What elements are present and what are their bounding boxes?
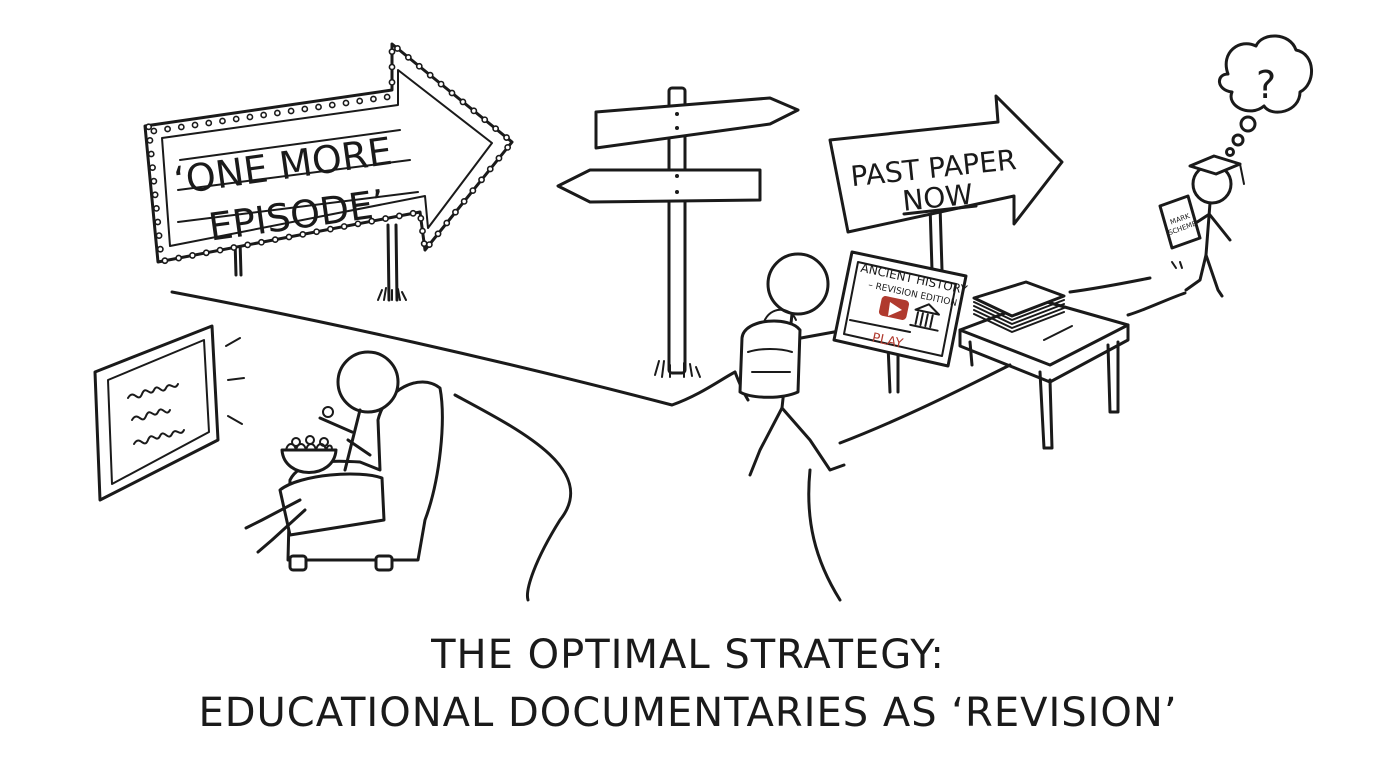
- marquee-bulb: [382, 215, 389, 222]
- marquee-bulb: [404, 53, 412, 61]
- marquee-bulb: [478, 176, 485, 184]
- marquee-bulb: [244, 241, 252, 249]
- marquee-bulb: [150, 177, 158, 185]
- marquee-bulb: [328, 101, 336, 109]
- student-with-tablet: [738, 252, 847, 477]
- marquee-bulb: [216, 246, 224, 254]
- marquee-bulb: [383, 93, 391, 101]
- marquee-bulb: [175, 254, 183, 262]
- marquee-bulb: [409, 209, 417, 217]
- marquee-bulb: [504, 143, 512, 151]
- marquee-bulb: [481, 116, 489, 124]
- marquee-bulb: [417, 214, 425, 222]
- marquee-bulb: [189, 252, 196, 259]
- marquee-bulb: [147, 150, 155, 158]
- marquee-bulb: [154, 218, 162, 226]
- tablet-play-label[interactable]: PLAY: [871, 331, 905, 352]
- caption-line-1: THE OPTIMAL STRATEGY:: [431, 632, 945, 678]
- marquee-bulb: [299, 230, 307, 238]
- marquee-bulb: [271, 236, 279, 244]
- marquee-bulb: [260, 111, 268, 119]
- marquee-bulb: [161, 257, 169, 265]
- marquee-bulb: [356, 97, 364, 105]
- marquee-bulb: [486, 165, 494, 173]
- marquee-bulb: [459, 98, 467, 106]
- marquee-bulb: [232, 115, 240, 123]
- marquee-bulb: [340, 223, 348, 230]
- marquee-bulb: [370, 95, 377, 103]
- tablet-progress-bar[interactable]: [849, 319, 911, 333]
- marquee-bulb: [495, 154, 503, 162]
- marquee-bulb: [301, 105, 309, 113]
- marquee-bulb: [470, 107, 478, 115]
- marquee-bulb: [258, 238, 265, 246]
- marquee-bulb: [273, 109, 281, 117]
- marquee-bulb: [156, 245, 164, 253]
- marquee-bulb: [437, 80, 445, 88]
- question-mark: ?: [1256, 63, 1276, 107]
- temple-icon: [909, 303, 940, 332]
- marquee-bulb: [469, 187, 477, 194]
- marquee-bulb: [202, 249, 210, 257]
- marquee-bulb: [153, 204, 160, 212]
- marquee-bulbs: [145, 45, 512, 265]
- marquee-bulb: [419, 227, 426, 235]
- marquee-arrow-sign: ‘ONE MORE EPISODE’: [143, 42, 514, 302]
- marquee-bulb: [164, 125, 171, 133]
- marquee-bulb: [155, 232, 163, 239]
- past-paper-sign: PAST PAPER NOW: [828, 94, 1064, 272]
- marquee-bulb: [191, 121, 199, 129]
- marquee-bulb: [388, 63, 396, 71]
- marquee-bulb: [354, 220, 362, 228]
- marquee-bulb: [394, 45, 401, 52]
- marquee-bulb: [395, 212, 403, 220]
- marquee-bulb: [219, 117, 226, 125]
- marquee-bulb: [388, 78, 396, 86]
- marquee-bulb: [368, 217, 376, 225]
- marquee-bulb: [492, 125, 500, 133]
- marquee-bulb: [434, 230, 442, 238]
- caption-line-2: EDUCATIONAL DOCUMENTARIES AS ‘REVISION’: [198, 690, 1178, 736]
- tablet-device: ANCIENT HISTORY – REVISION EDITION PLAY: [832, 250, 969, 368]
- central-signpost: [556, 86, 800, 378]
- play-triangle-icon: [888, 302, 902, 316]
- armchair-with-viewer: [244, 350, 444, 572]
- marquee-bulb: [460, 197, 468, 205]
- marquee-bulb: [145, 123, 153, 131]
- marquee-bulb: [313, 228, 320, 236]
- road-lines: [170, 276, 1187, 602]
- marquee-bulb: [443, 219, 451, 227]
- marquee-bulb: [205, 119, 213, 127]
- marquee-bulb: [230, 244, 238, 251]
- television: [93, 324, 245, 502]
- marquee-bulb: [452, 208, 459, 216]
- marquee-bulb: [285, 233, 293, 241]
- marquee-bulb: [342, 99, 350, 107]
- marquee-bulb: [149, 164, 156, 171]
- marquee-bulb: [420, 240, 428, 248]
- marquee-bulb: [448, 89, 456, 97]
- marquee-bulb: [326, 225, 334, 233]
- marquee-bulb: [388, 48, 396, 56]
- marquee-bulb: [503, 134, 510, 141]
- graduate-examiner: MARK SCHEME: [1158, 154, 1245, 298]
- marquee-bulb: [315, 103, 322, 111]
- marquee-bulb: [177, 123, 185, 131]
- desk-with-papers: [886, 280, 1130, 450]
- marquee-bulb: [151, 191, 159, 199]
- marquee-bulb: [287, 107, 295, 115]
- marquee-bulb: [425, 241, 433, 248]
- marquee-bulb: [146, 136, 154, 144]
- marquee-bulb: [246, 113, 254, 121]
- thought-bubble: ?: [1218, 34, 1313, 157]
- marquee-bulb: [426, 71, 434, 79]
- marquee-bulb: [150, 127, 158, 135]
- marquee-bulb: [415, 62, 423, 70]
